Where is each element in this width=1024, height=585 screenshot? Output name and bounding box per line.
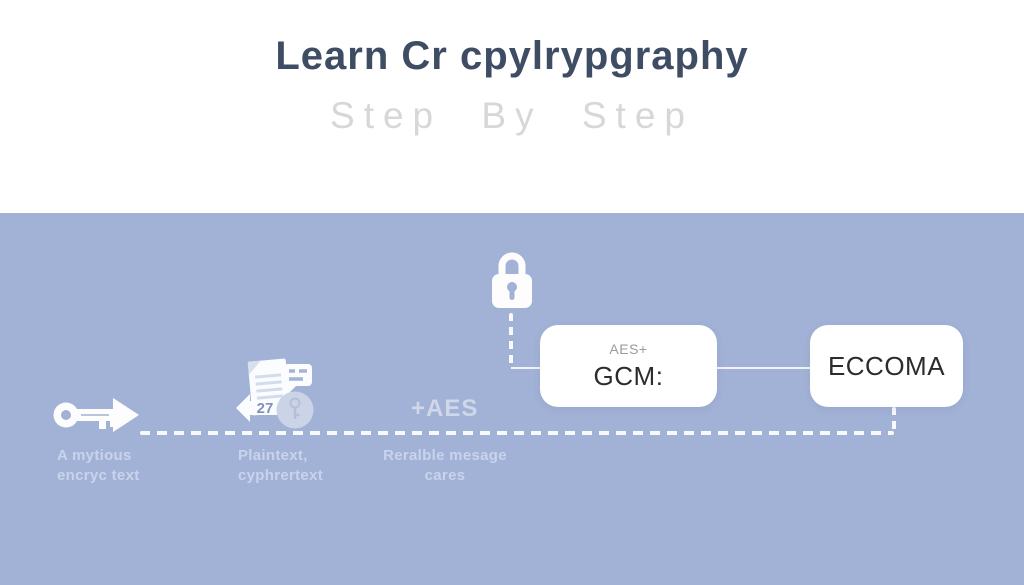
lock-to-gcm-connector [511,367,541,369]
ecc-box: ECCOMA [810,325,963,407]
ecc-connector-dashed [892,407,896,433]
hero-panel: Learn Cr cpylrypgraphy Step By Step [0,0,1024,213]
aes-label: +AES [411,395,479,422]
page-subtitle: Step By Step [330,95,694,136]
arrow-badge-icon: 27 [236,394,282,422]
padlock-icon [488,249,536,316]
lock-connector-dashed [509,313,513,366]
badge-number: 27 [257,400,274,417]
ecc-box-title: ECCOMA [827,350,946,381]
page-title: Learn Cr cpylrypgraphy [275,34,749,78]
document-caption-line1: Plaintext, [238,447,308,464]
key-caption-line2: encryc text [57,467,140,484]
aes-gcm-box-title: GCM: [593,360,664,391]
key-arrow-icon [53,396,141,439]
middle-caption: Reralble mesage cares [383,446,507,486]
gcm-to-ecc-connector [716,367,811,369]
middle-caption-line1: Reralble mesage [383,447,507,464]
key-caption-line1: A mytious [57,447,132,464]
speech-bubble-icon [284,364,312,394]
flow-dashed-line [140,431,894,435]
key-token-icon [276,391,314,429]
middle-caption-line2: cares [424,467,466,484]
key-caption: A mytious encryc text [57,446,140,486]
aes-gcm-box-subtitle: AES+ [609,340,648,357]
document-chat-icon: 27 [232,352,316,441]
document-caption-line2: cyphrertext [238,467,324,484]
document-caption: Plaintext, cyphrertext [238,446,323,486]
aes-gcm-box: AES+ GCM: [540,325,717,407]
